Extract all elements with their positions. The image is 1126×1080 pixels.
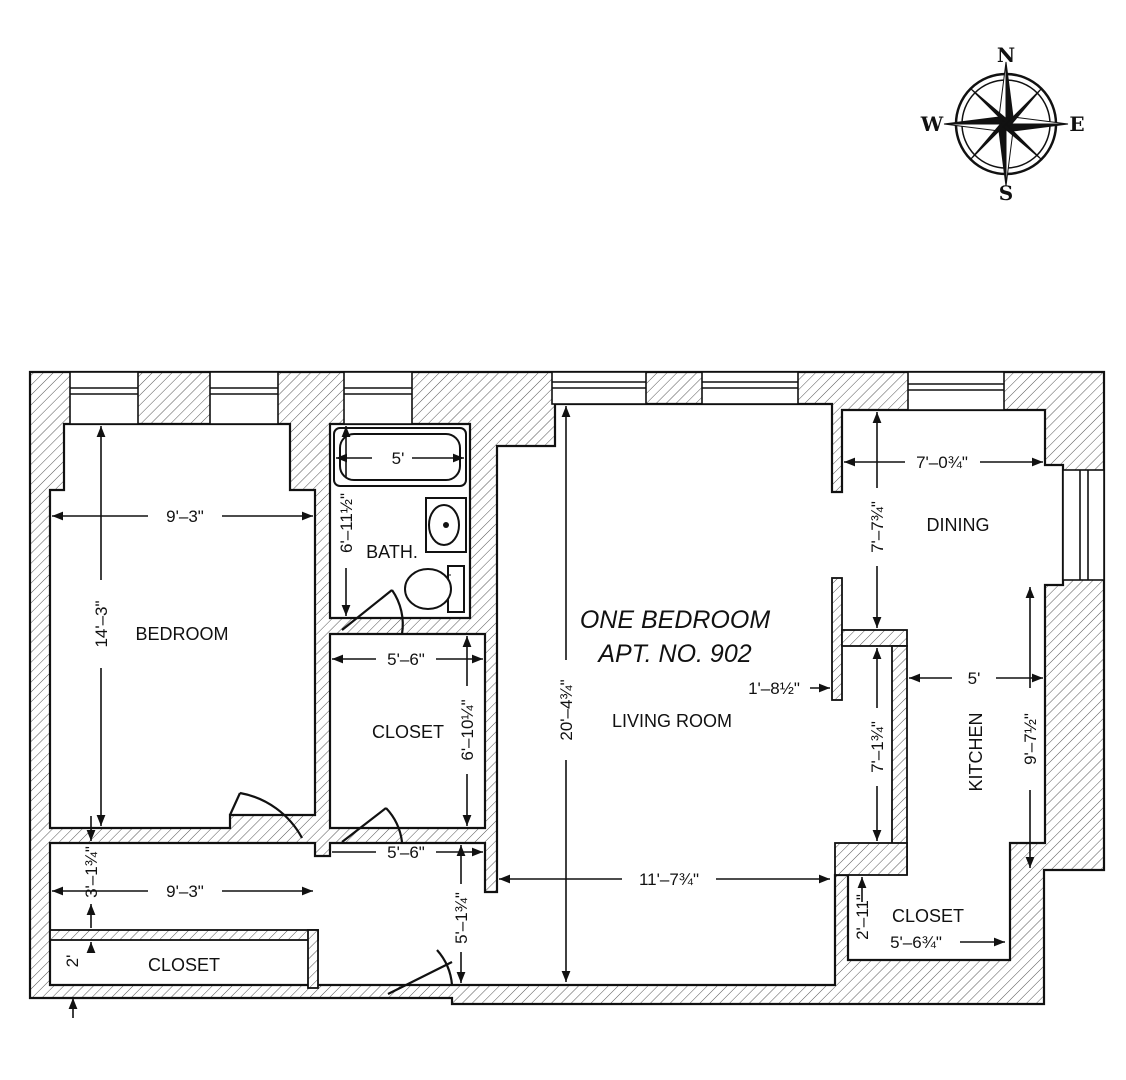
dim-closet-bedroom-width: 5'–6" <box>387 650 425 669</box>
sink <box>425 497 467 553</box>
room-label-closet-bedroom: CLOSET <box>372 722 444 742</box>
dim-closet-kitchen-length: 2'–11" <box>853 894 872 940</box>
dimension-lines <box>52 406 1043 1018</box>
room-label-bath: BATH. <box>366 542 418 562</box>
room-label-closet-kitchen: CLOSET <box>892 906 964 926</box>
dim-hall-depth: 3'–1¾" <box>82 846 101 898</box>
compass-north-label: N <box>997 43 1015 67</box>
room-label-closet-hall: CLOSET <box>148 955 220 975</box>
dim-kitchen-length: 9'–7½" <box>1021 713 1040 765</box>
windows <box>69 371 1105 581</box>
dim-hall-width: 9'–3" <box>166 882 204 901</box>
dim-bedroom-width: 9'–3" <box>166 507 204 526</box>
dim-closet-kitchen-width: 5'–6¾" <box>890 933 942 952</box>
walls <box>28 370 1106 1006</box>
room-label-kitchen: KITCHEN <box>966 712 986 791</box>
dim-bath-tub: 5' <box>392 449 405 468</box>
plan-title-line2: APT. NO. 902 <box>596 640 751 668</box>
dim-dining-width: 7'–0¾" <box>916 453 968 472</box>
compass-rose-icon: N S W E <box>920 43 1085 205</box>
compass-south-label: S <box>999 181 1013 205</box>
dim-hall-closet-depth: 2' <box>63 955 82 968</box>
room-label-bedroom: BEDROOM <box>135 624 228 644</box>
bathtub <box>333 427 467 487</box>
plan-title-line1: ONE BEDROOM <box>580 606 770 634</box>
dim-dining-length: 7'–7¾" <box>868 501 887 553</box>
doors <box>228 589 454 995</box>
dim-living-width: 11'–7¾" <box>639 870 699 889</box>
room-label-dining: DINING <box>927 515 990 535</box>
dim-bedroom-length: 14'–3" <box>92 600 111 647</box>
dim-hall-closet-gap: 5'–6" <box>387 843 425 862</box>
dim-wall-jog: 1'–8½" <box>748 679 800 698</box>
toilet <box>404 565 465 613</box>
compass-west-label: W <box>920 112 944 136</box>
dim-bath-length: 6'–11½" <box>337 493 356 553</box>
dim-pass-length: 7'–1¾" <box>868 721 887 773</box>
dim-closet-bedroom-length: 6'–10¼" <box>458 699 477 760</box>
dim-living-length: 20'–4¾" <box>557 679 576 740</box>
room-label-living-room: LIVING ROOM <box>612 711 732 731</box>
dim-entry-depth: 5'–1¾" <box>452 892 471 944</box>
compass-east-label: E <box>1069 112 1084 136</box>
dim-kitchen-width: 5' <box>968 669 981 688</box>
